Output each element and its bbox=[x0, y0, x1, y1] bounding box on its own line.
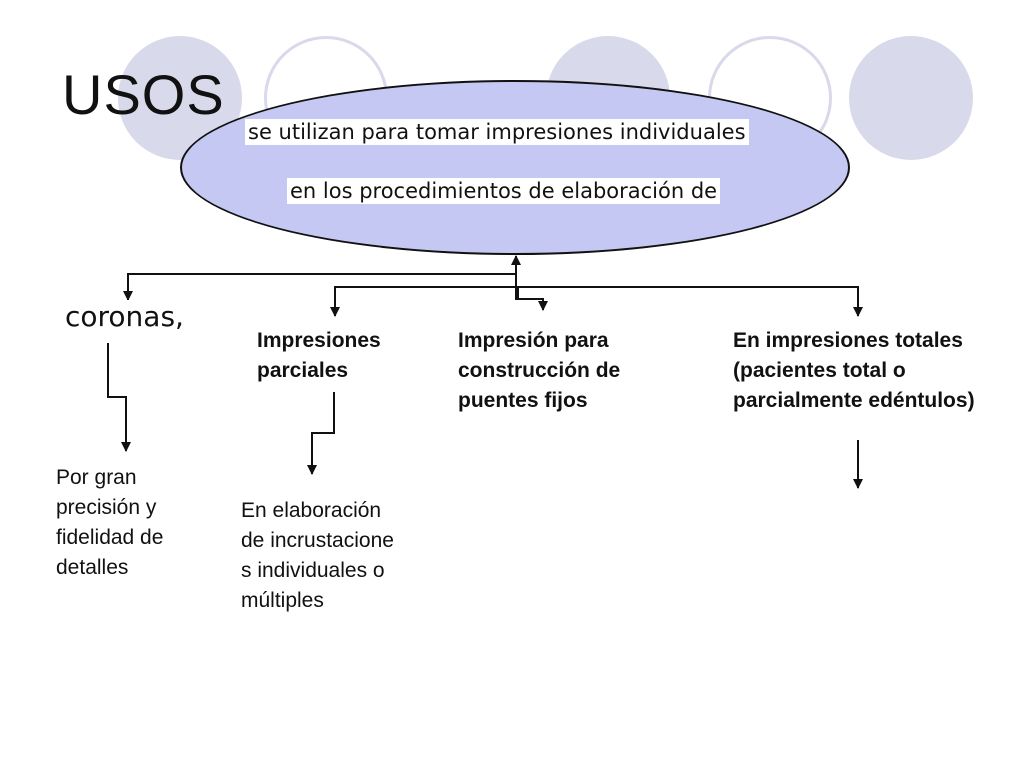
arrow-to-puentes-fijos bbox=[517, 287, 548, 311]
slide-title: USOS bbox=[62, 63, 225, 126]
branch-impresiones-totales: En impresiones totales (pacientes total … bbox=[733, 329, 975, 412]
branch-impresiones-parciales: Impresiones parciales bbox=[257, 329, 381, 382]
branch-puentes-fijos: Impresión para construcción de puentes f… bbox=[458, 329, 621, 412]
arrow-to-incrustaciones-leaf bbox=[307, 392, 335, 475]
arrow-to-impresiones-totales bbox=[516, 286, 863, 317]
arrow-to-impresiones-parciales bbox=[330, 286, 516, 317]
decorative-circle bbox=[849, 36, 973, 160]
leaf-incrustaciones: En elaboración de incrustacione s indivi… bbox=[241, 499, 394, 612]
central-node-ellipse bbox=[180, 80, 850, 255]
arrow-to-coronas bbox=[123, 273, 516, 301]
leaf-precision: Por gran precisión y fidelidad de detall… bbox=[56, 466, 164, 579]
branch-coronas: coronas, bbox=[62, 300, 187, 334]
central-node-text-line-2: en los procedimientos de elaboración de bbox=[287, 178, 721, 204]
central-node-text-line-1: se utilizan para tomar impresiones indiv… bbox=[245, 119, 749, 145]
arrow-to-precision-leaf bbox=[107, 343, 131, 452]
